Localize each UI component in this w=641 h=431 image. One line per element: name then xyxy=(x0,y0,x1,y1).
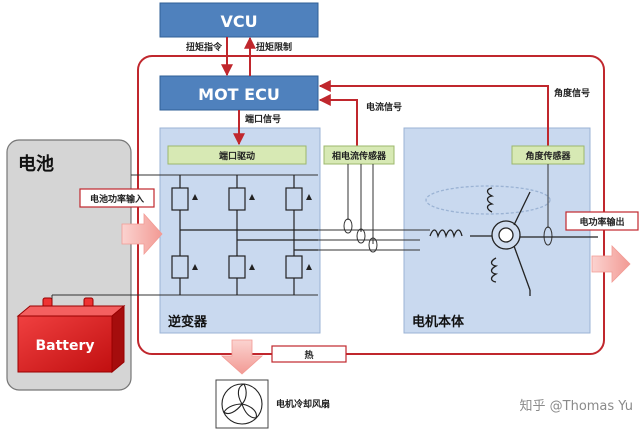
phase-current-sensor-box xyxy=(323,145,395,165)
battery-section-label: 电池 xyxy=(18,153,54,175)
battery-power-input-label: 电池功率输入 xyxy=(90,193,144,205)
motor-body-label: 电机本体 xyxy=(412,314,465,330)
phase-current-sensor-label: 相电流传感器 xyxy=(332,150,387,162)
motor-symbol xyxy=(425,185,551,296)
fan-icon xyxy=(221,383,263,425)
battery-body xyxy=(17,315,113,373)
angle-signal-label: 角度信号 xyxy=(554,87,590,99)
current-signal-label: 电流信号 xyxy=(366,101,402,113)
motor-power-output-arrow xyxy=(591,245,631,283)
phase-wires xyxy=(318,229,430,251)
motor-power-output-label: 电功率输出 xyxy=(579,216,624,228)
battery-body-side xyxy=(111,304,125,374)
angle-sensor-label: 角度传感器 xyxy=(525,150,571,162)
torque-limit-label: 扭矩限制 xyxy=(256,41,292,53)
battery-label: Battery xyxy=(35,338,94,354)
watermark: 知乎 @Thomas Yu xyxy=(520,398,634,414)
port-drive-label: 端口驱动 xyxy=(219,150,255,162)
angle-signal-arrow xyxy=(318,80,549,146)
current-signal-arrow xyxy=(318,94,358,146)
battery-power-input-arrow xyxy=(121,212,163,256)
mot-ecu-label: MOT ECU xyxy=(198,85,280,104)
port-drive-box xyxy=(167,145,307,165)
battery-power-input-box xyxy=(79,188,155,208)
angle-sensor-loop xyxy=(543,164,553,246)
vcu-box xyxy=(159,2,319,38)
torque-command-label: 扭矩指令 xyxy=(186,41,223,53)
vcu-label: VCU xyxy=(220,12,257,31)
phase-current-sensor-loops xyxy=(343,164,378,253)
heat-box xyxy=(271,345,347,363)
heat-label: 热 xyxy=(304,349,313,361)
inverter-switches xyxy=(171,175,318,295)
battery-body-top xyxy=(16,305,126,317)
cooling-fan-label: 电机冷却风扇 xyxy=(276,398,330,410)
port-signal-label: 端口信号 xyxy=(245,113,281,125)
inverter-diodes xyxy=(192,194,312,270)
motor-power-output-box xyxy=(565,211,639,231)
heat-arrow xyxy=(220,339,264,375)
inverter-label: 逆变器 xyxy=(168,314,208,330)
